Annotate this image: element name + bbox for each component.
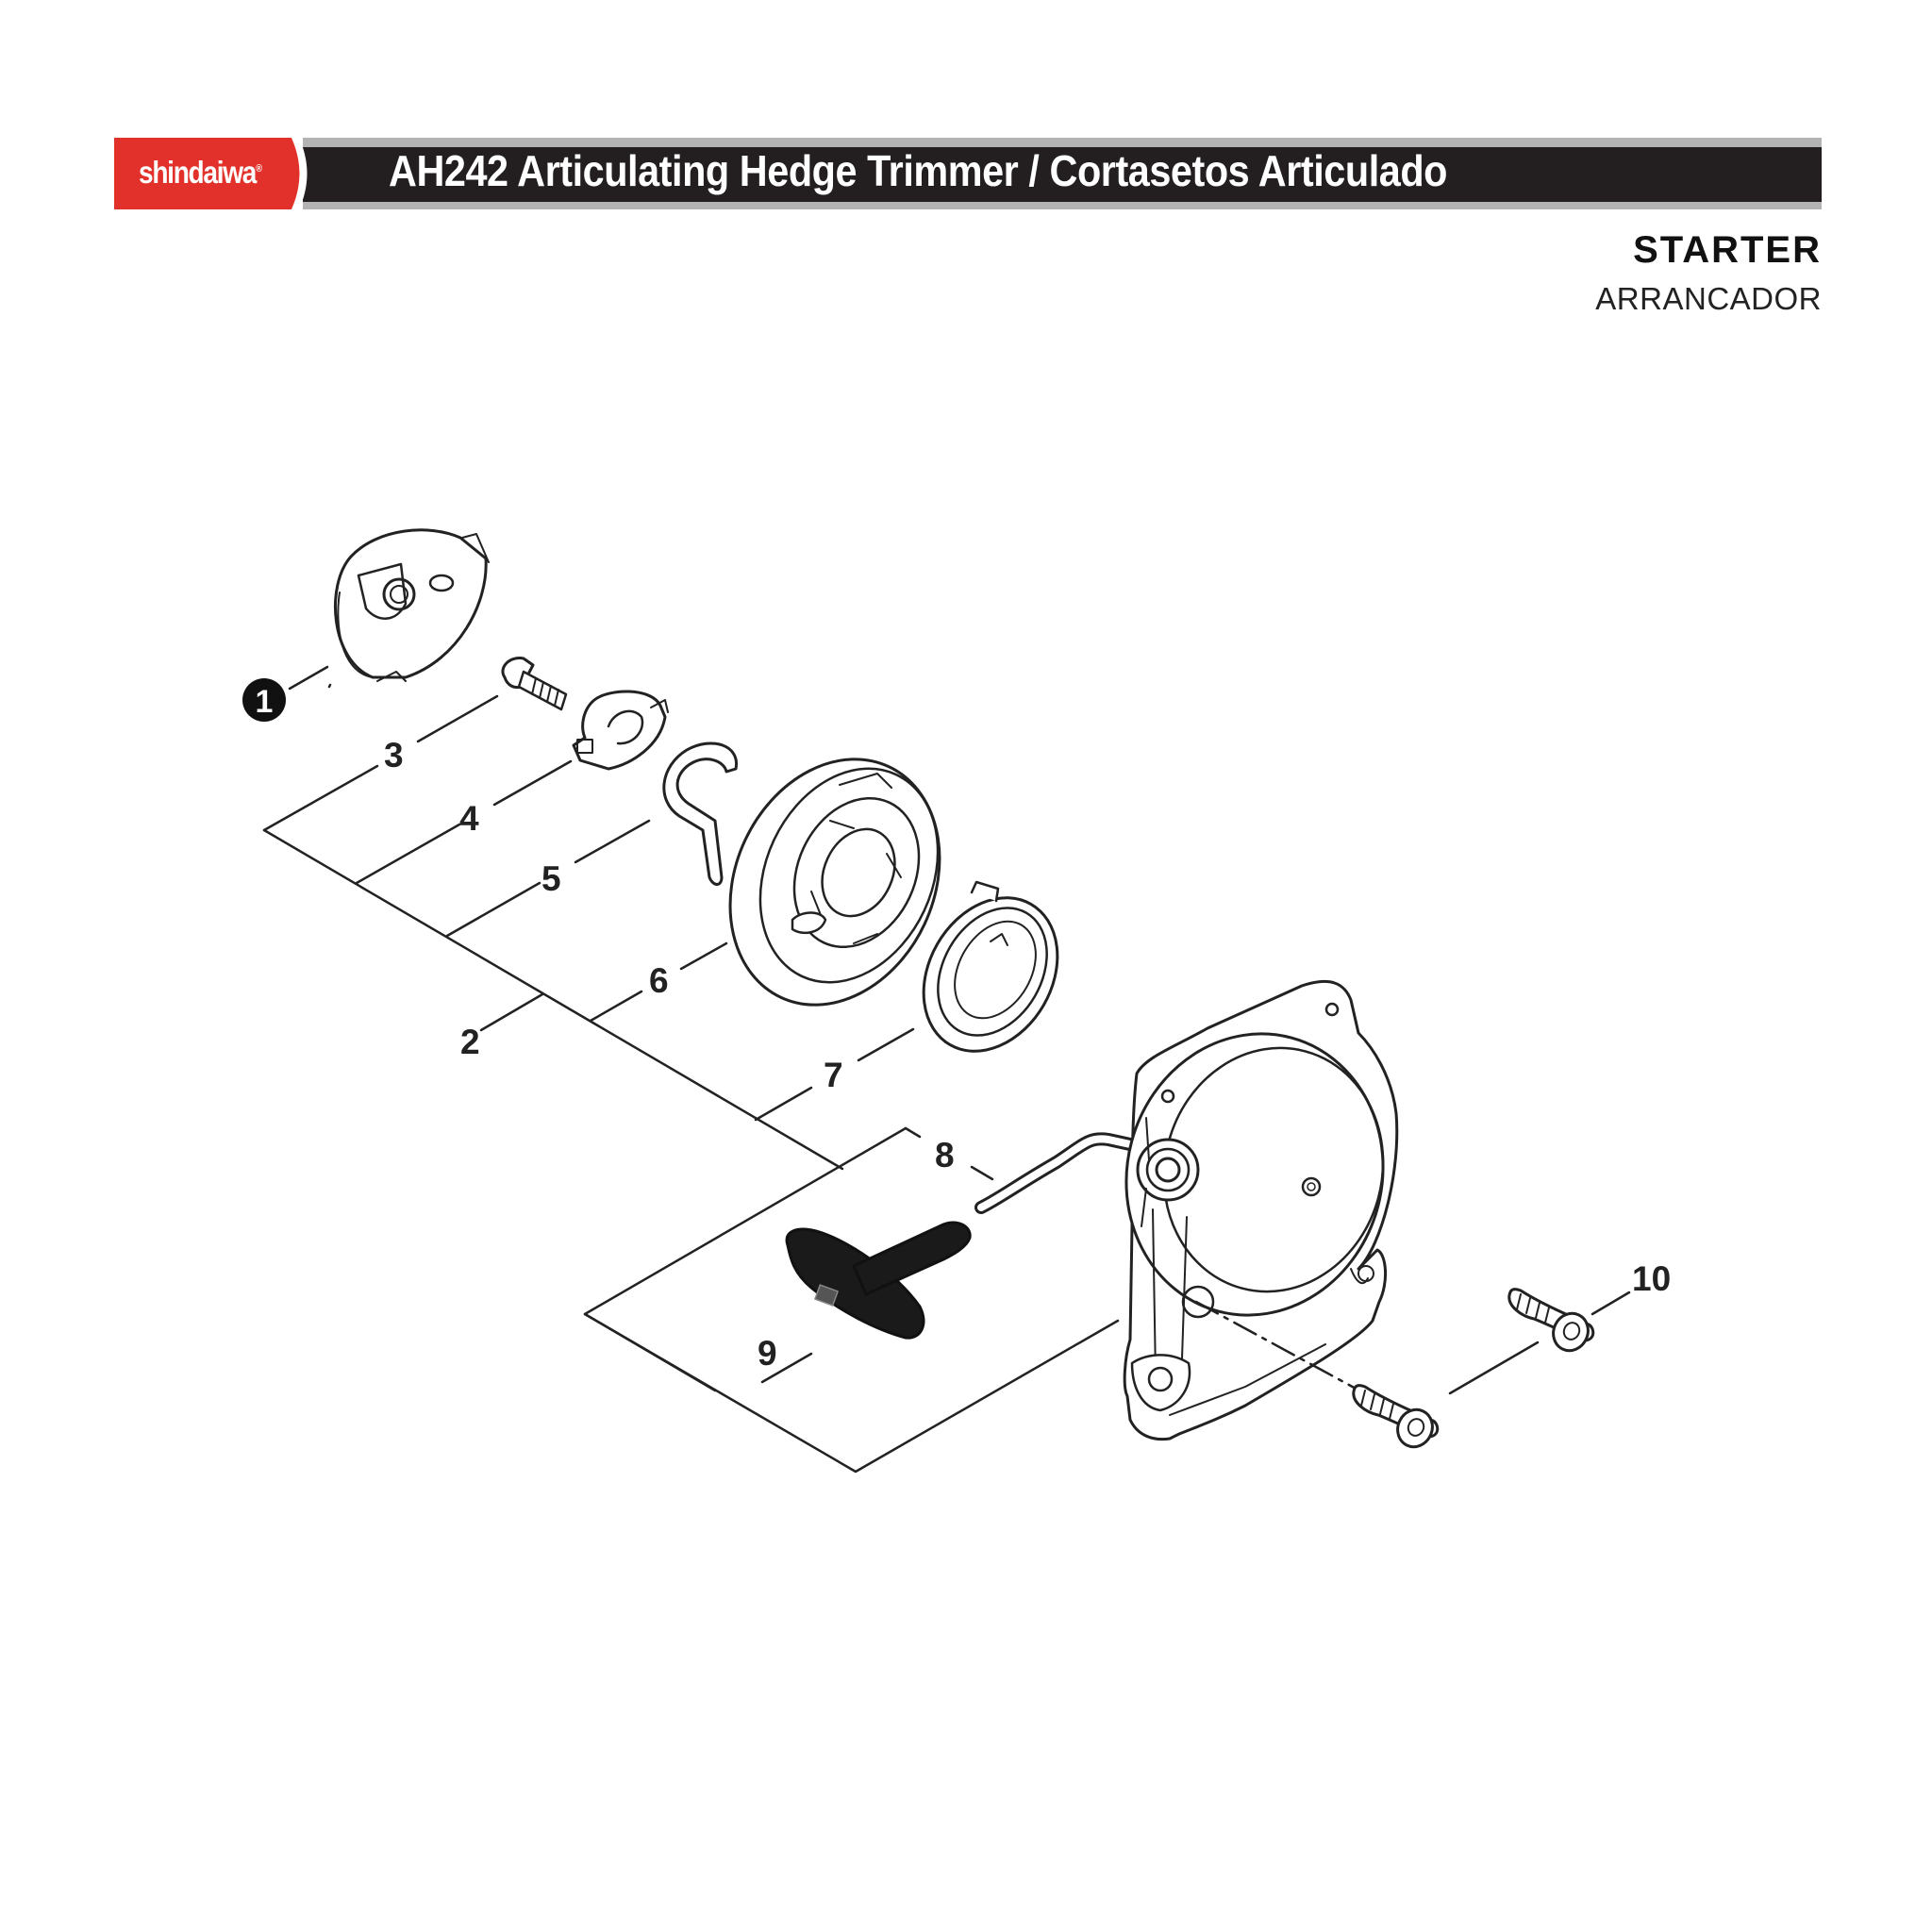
callout-labels: 2 3 4 5 6 7 8 9 10	[384, 736, 1671, 1373]
header-bar: shindaiwa®	[114, 138, 1822, 209]
bracket-8-9-lower	[583, 1312, 1120, 1474]
callout-8: 8	[935, 1136, 955, 1174]
leader-10-upper	[1591, 1291, 1631, 1316]
callout-6: 6	[649, 961, 669, 1000]
callout-1-marker	[242, 678, 286, 722]
header-grey-top-stripe	[303, 138, 1822, 147]
leader-6-upper	[679, 941, 728, 971]
leader-7-upper	[857, 1027, 915, 1062]
section-title-spanish: ARRANCADOR	[1595, 281, 1822, 316]
leader-1-stub	[327, 683, 332, 689]
header-grey-bottom-stripe	[303, 202, 1822, 209]
part-1-cam-plate	[334, 528, 490, 682]
section-title-english: STARTER	[1633, 229, 1822, 271]
leader-9	[760, 1352, 813, 1384]
leader-5-lower	[445, 881, 541, 938]
callout-10: 10	[1632, 1259, 1671, 1298]
leader-7-lower	[754, 1086, 813, 1122]
logo-text: shindaiwa®	[139, 155, 262, 190]
leader-5-upper	[574, 819, 651, 864]
leader-6-lower	[589, 990, 643, 1023]
callout-5: 5	[541, 859, 561, 898]
callout-3: 3	[384, 736, 404, 774]
leader-4-upper	[492, 759, 573, 807]
page-title: AH242 Articulating Hedge Trimmer / Corta…	[389, 146, 1448, 195]
part-6-reel	[728, 758, 941, 1007]
leader-3-upper	[416, 694, 499, 743]
leader-8	[970, 1165, 994, 1181]
leader-lines	[262, 665, 1631, 1474]
callout-4: 4	[459, 799, 479, 838]
leader-2	[479, 992, 544, 1032]
part-5-spring-clip	[662, 741, 738, 886]
leader-4-lower	[355, 823, 461, 885]
callout-2: 2	[460, 1023, 480, 1061]
starter-housing	[1123, 979, 1399, 1441]
callout-9: 9	[758, 1334, 777, 1373]
screw-alignment-line	[1194, 1300, 1372, 1398]
leader-3-lower	[262, 764, 379, 832]
part-7-recoil-spring	[922, 880, 1059, 1053]
part-8-starter-rope	[974, 1132, 1186, 1214]
logo-badge	[114, 138, 308, 209]
bracket-main-line	[262, 828, 844, 1171]
part-10-screw-lower	[1352, 1384, 1440, 1449]
leader-10-lower	[1448, 1341, 1540, 1395]
part-10-screw-upper	[1507, 1288, 1595, 1353]
part-9-handle	[785, 1221, 972, 1340]
leader-8-tick	[904, 1126, 922, 1139]
part-4-pawl	[572, 690, 669, 771]
header-black-band	[303, 147, 1822, 202]
part-3-bolt	[501, 657, 568, 711]
leader-1	[288, 665, 329, 691]
callout-1: 1	[256, 684, 274, 720]
callout-7: 7	[824, 1056, 843, 1094]
